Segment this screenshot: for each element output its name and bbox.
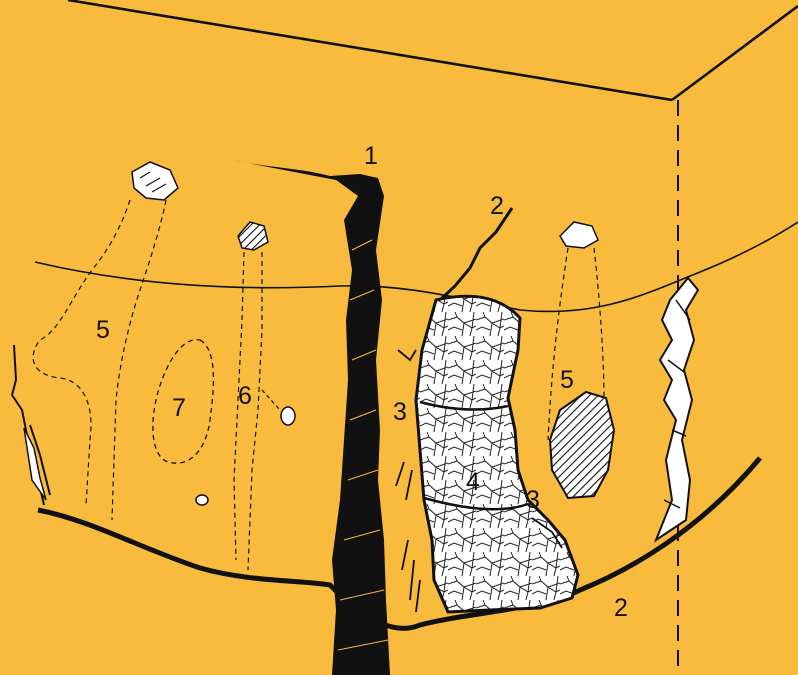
label-2-bottom: 2 — [614, 594, 628, 622]
label-1: 1 — [364, 142, 378, 170]
nodule-left-6 — [195, 221, 296, 571]
label-2-top: 2 — [490, 192, 504, 220]
nodule-left-5 — [32, 161, 179, 521]
label-5-right: 5 — [560, 366, 574, 394]
block-outline — [67, 0, 798, 102]
left-fracture-fill — [23, 427, 47, 501]
label-3-left: 3 — [393, 398, 407, 426]
label-7: 7 — [172, 394, 186, 422]
fissure-1-streaks — [337, 239, 389, 651]
label-3-right: 3 — [526, 486, 540, 514]
nodule-right-5 — [547, 221, 616, 500]
label-6: 6 — [238, 382, 252, 410]
crackled-block-4 — [414, 294, 580, 614]
fissure-1 — [232, 160, 390, 675]
fracture-2 — [438, 207, 514, 302]
block-4-splits — [419, 400, 529, 511]
label-5-left: 5 — [96, 316, 110, 344]
label-4: 4 — [466, 468, 480, 496]
right-fracture-zone — [653, 276, 700, 543]
veins-3 — [395, 349, 563, 613]
